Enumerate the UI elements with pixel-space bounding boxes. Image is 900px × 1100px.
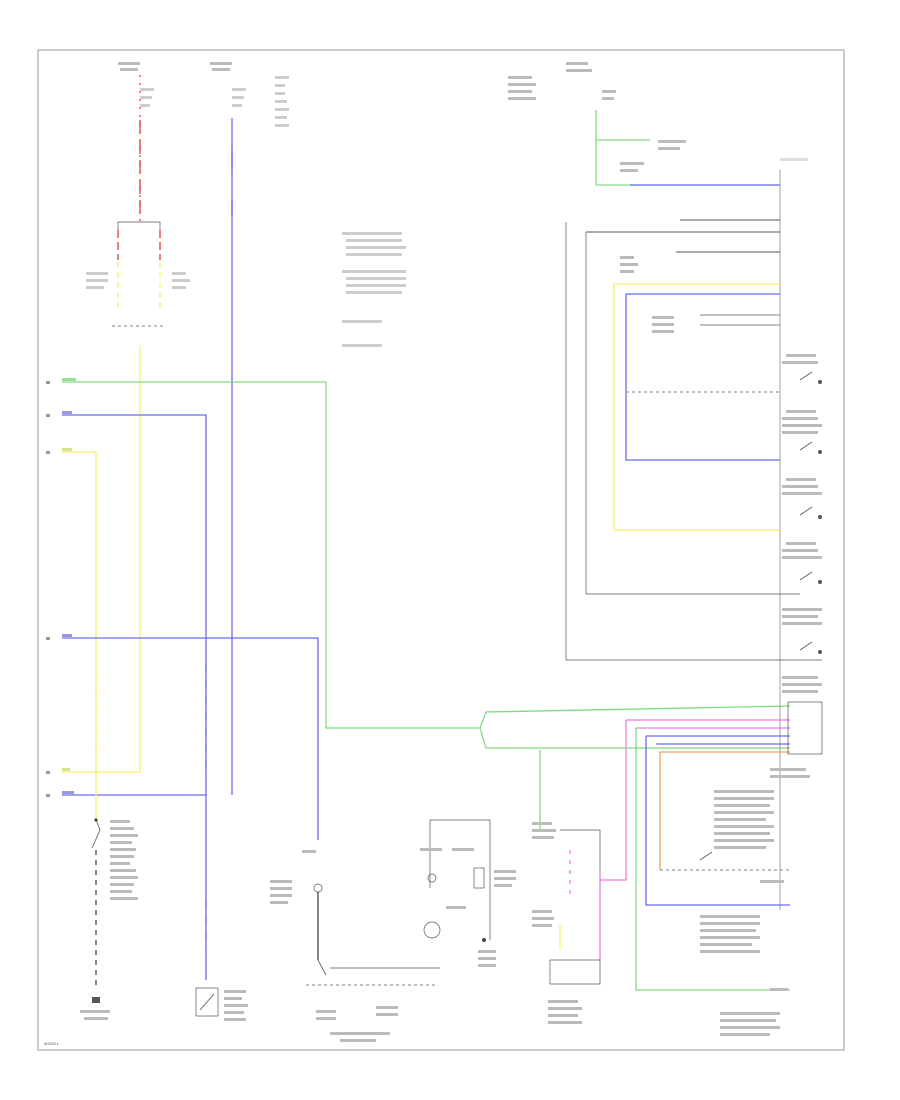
notes-block bbox=[342, 232, 406, 347]
wire-green-top-right bbox=[595, 110, 780, 186]
footer-code: W45001 bbox=[44, 1042, 59, 1046]
center-switch-assembly bbox=[270, 850, 440, 1042]
left-switch bbox=[91, 818, 101, 1003]
wire-yellow-long bbox=[62, 345, 141, 773]
wire-yellow-left bbox=[62, 451, 97, 820]
wire-blue-mid bbox=[62, 637, 319, 840]
wire-blue-right bbox=[625, 293, 780, 461]
top-right-labels bbox=[508, 62, 616, 100]
left-connector-ticks bbox=[46, 378, 76, 797]
left-switch-label bbox=[80, 820, 138, 1020]
right-switch-labels bbox=[782, 354, 822, 693]
right-lower-harness bbox=[600, 701, 823, 1036]
diagram-border bbox=[37, 49, 845, 1051]
center-lamp-block bbox=[420, 819, 516, 967]
right-switches bbox=[626, 371, 822, 654]
fuse-label-right bbox=[210, 62, 289, 127]
fuse-label-left bbox=[118, 62, 154, 107]
wire-blue-left bbox=[62, 414, 207, 796]
bottom-sensor bbox=[195, 987, 248, 1021]
wire-yellow-right bbox=[613, 283, 780, 531]
wire-green-across bbox=[62, 381, 791, 729]
center-ecu-block bbox=[532, 750, 601, 1024]
